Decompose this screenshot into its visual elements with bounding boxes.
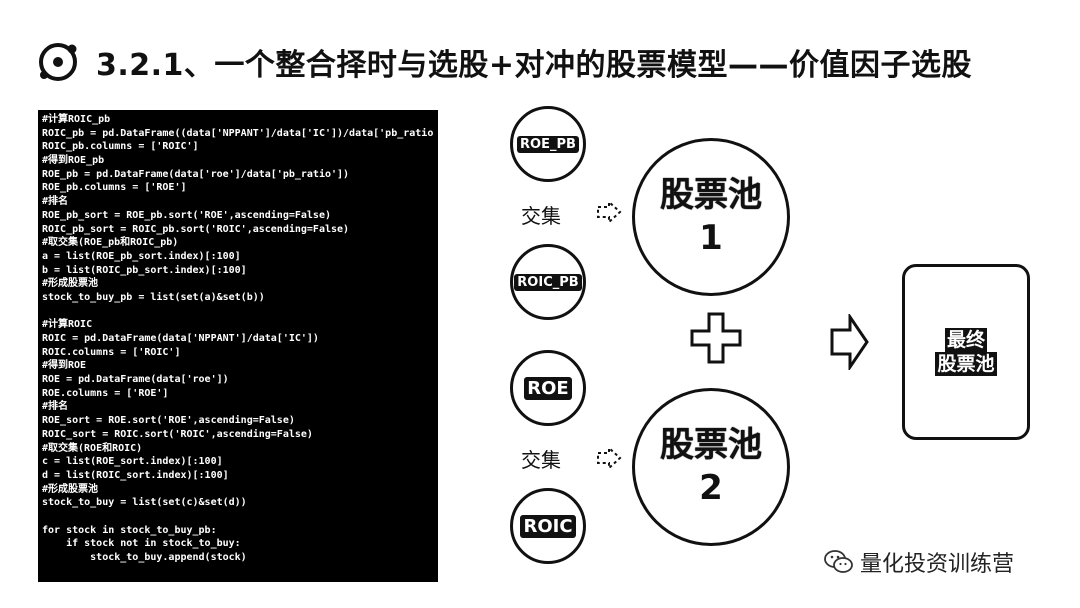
slide-title: 3.2.1、一个整合择时与选股+对冲的股票模型——价值因子选股: [96, 48, 973, 83]
intersection-label-top: 交集: [521, 204, 561, 228]
watermark: 量化投资训练营: [824, 546, 1014, 578]
code-line: #排名: [42, 196, 69, 208]
code-line: b = list(ROIC_pb_sort.index)[:100]: [42, 264, 247, 276]
code-line: stock_to_buy.append(stock): [42, 552, 247, 563]
code-line: [42, 510, 434, 524]
code-line: #形成股票池: [42, 483, 99, 495]
code-line: #排名: [42, 401, 69, 413]
code-line: ROIC.columns = ['ROIC']: [42, 346, 181, 358]
orbit-logo-icon: [39, 43, 77, 81]
dashed-arrow-icon: [597, 446, 622, 470]
code-line: ROE.columns = ['ROE']: [42, 387, 169, 399]
code-line: ROE_sort = ROE.sort('ROE',ascending=Fals…: [42, 415, 295, 427]
plus-icon: [690, 312, 742, 364]
code-line: ROIC_pb = pd.DataFrame((data['NPPANT']/d…: [42, 127, 434, 139]
stock-pool-2-circle: 股票池 2: [632, 388, 790, 546]
code-line: stock_to_buy = list(set(c)&set(d)): [42, 497, 247, 509]
stock-pool-1-title: 股票池: [660, 175, 762, 215]
intersection-label-bottom: 交集: [521, 448, 561, 472]
final-pool-line-1: 最终: [944, 328, 987, 352]
code-line: d = list(ROIC_sort.index)[:100]: [42, 469, 229, 481]
factor-roe-pb-label: ROE_PB: [517, 135, 579, 153]
code-line: for stock in stock_to_buy_pb:: [42, 524, 217, 536]
stock-pool-2-number: 2: [699, 468, 723, 508]
code-line: ROE = pd.DataFrame(data['roe']): [42, 374, 229, 386]
code-line: ROIC = pd.DataFrame(data['NPPANT']/data[…: [42, 333, 319, 344]
factor-roe-circle: ROE: [510, 350, 586, 426]
code-line: ROE_pb.columns = ['ROE']: [42, 182, 187, 194]
stock-pool-1-circle: 股票池 1: [632, 138, 790, 296]
code-line: ROIC_pb_sort = ROIC_pb.sort('ROIC',ascen…: [42, 223, 350, 235]
factor-roe-label: ROE: [524, 376, 572, 400]
code-line: #取交集(ROE_pb和ROIC_pb): [42, 237, 179, 249]
final-pool-line-2: 股票池: [935, 352, 997, 376]
code-line: a = list(ROE_pb_sort.index)[:100]: [42, 250, 241, 262]
code-line: stock_to_buy_pb = list(set(a)&set(b)): [42, 291, 265, 303]
code-line: ROIC_pb.columns = ['ROIC']: [42, 141, 199, 153]
stock-pool-2-title: 股票池: [660, 425, 762, 465]
watermark-text: 量化投资训练营: [860, 552, 1015, 577]
code-line: c = list(ROE_sort.index)[:100]: [42, 456, 223, 468]
dashed-arrow-icon: [597, 200, 622, 224]
code-line: #取交集(ROE和ROIC): [42, 442, 143, 454]
arrow-right-icon: [830, 314, 869, 370]
code-line: ROE_pb_sort = ROE_pb.sort('ROE',ascendin…: [42, 209, 331, 221]
code-line: ROE_pb = pd.DataFrame(data['roe']/data['…: [42, 168, 350, 180]
factor-roic-pb-circle: ROIC_PB: [510, 244, 586, 320]
code-line: [42, 305, 434, 319]
stock-pool-1-number: 1: [699, 218, 723, 258]
final-stock-pool-box: 最终 股票池: [902, 264, 1030, 440]
factor-roe-pb-circle: ROE_PB: [510, 106, 586, 182]
wechat-icon: [824, 550, 853, 573]
code-line: #计算ROIC: [42, 319, 93, 331]
code-line: #得到ROE_pb: [42, 155, 105, 167]
code-line: #得到ROE: [42, 360, 87, 372]
factor-roic-pb-label: ROIC_PB: [514, 273, 582, 291]
code-line: #计算ROIC_pb: [42, 114, 111, 125]
code-line: if stock not in stock_to_buy:: [42, 538, 241, 550]
code-line: ROIC_sort = ROIC.sort('ROIC',ascending=F…: [42, 428, 313, 440]
factor-roic-label: ROIC: [520, 514, 576, 538]
code-line: #形成股票池: [42, 278, 99, 290]
factor-roic-circle: ROIC: [510, 488, 586, 564]
title-row: 3.2.1、一个整合择时与选股+对冲的股票模型——价值因子选股: [36, 34, 972, 90]
